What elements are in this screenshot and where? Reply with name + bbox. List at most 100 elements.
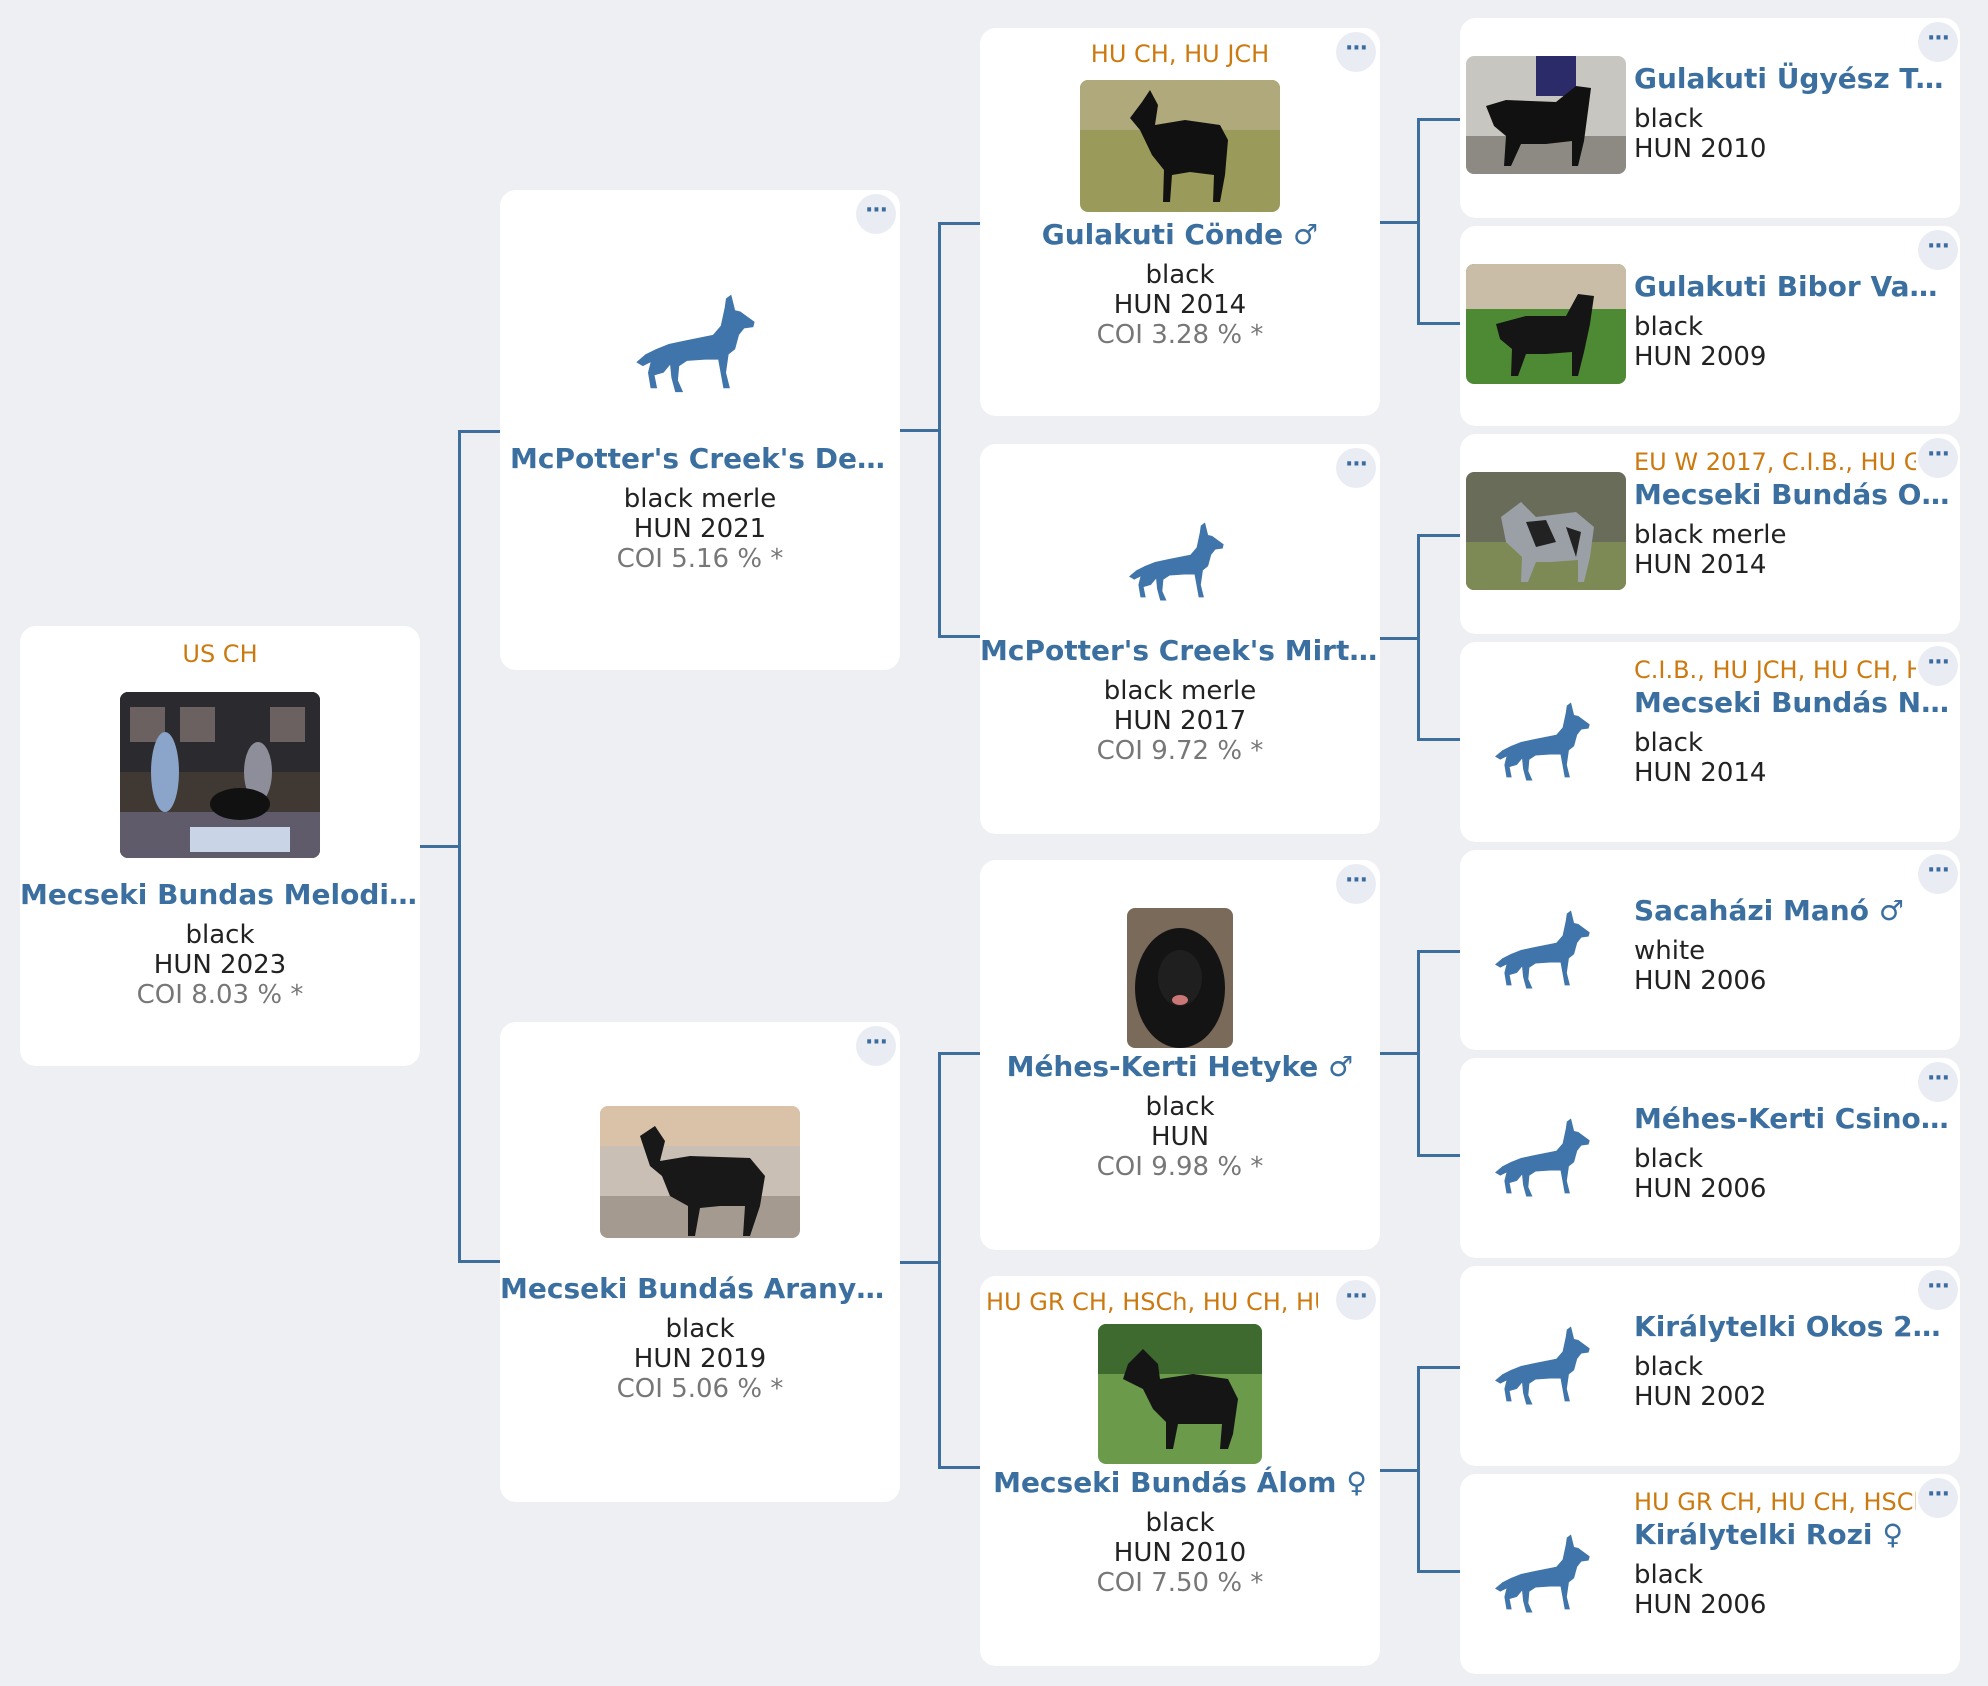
dog-name[interactable]: Mecseki Bundás Nap... bbox=[1634, 686, 1954, 719]
female-icon: ♀ bbox=[418, 878, 420, 911]
dog-silhouette-icon bbox=[1494, 700, 1598, 784]
dog-reg: HUN 2006 bbox=[1634, 1174, 1767, 1204]
dog-coi: COI 9.72 % * bbox=[1096, 736, 1264, 766]
more-options-button[interactable]: ··· bbox=[1918, 1478, 1958, 1518]
more-options-button[interactable]: ··· bbox=[1336, 448, 1376, 488]
dog-name[interactable]: Királytelki Rozi♀ bbox=[1634, 1518, 1903, 1551]
dog-name[interactable]: Méhes-Kerti Csinos♀ bbox=[1634, 1102, 1954, 1135]
subject-coi: COI 8.03 % * bbox=[136, 980, 304, 1010]
dog-name[interactable]: Gulakuti Ügyész Turb... bbox=[1634, 62, 1954, 95]
female-icon: ♀ bbox=[1346, 1466, 1367, 1499]
dog-photo[interactable] bbox=[1466, 264, 1626, 384]
gen2-card: HU GR CH, HSCh, HU CH, HU JCH ··· Mecsek… bbox=[980, 1276, 1380, 1666]
dog-titles: HU GR CH, HU CH, HSCh, ... bbox=[1634, 1488, 1916, 1516]
gen3-card: ··· Gulakuti Bibor Vacak ... black HUN 2… bbox=[1460, 226, 1960, 426]
dog-silhouette-icon bbox=[1494, 1324, 1598, 1408]
dog-name[interactable]: Méhes-Kerti Hetyke♂ bbox=[1006, 1050, 1354, 1083]
more-options-button[interactable]: ··· bbox=[1918, 438, 1958, 478]
dog-color: black bbox=[1145, 1508, 1215, 1538]
dog-photo[interactable] bbox=[1466, 56, 1626, 174]
subject-photo[interactable] bbox=[120, 692, 320, 858]
dog-silhouette-icon bbox=[1128, 520, 1232, 604]
gen3-card: ··· Méhes-Kerti Csinos♀ black HUN 2006 bbox=[1460, 1058, 1960, 1258]
dog-name[interactable]: Gulakuti Cönde♂ bbox=[1041, 218, 1319, 251]
male-icon: ♂ bbox=[1878, 894, 1905, 927]
female-icon: ♀ bbox=[1882, 1518, 1903, 1551]
more-options-button[interactable]: ··· bbox=[1336, 32, 1376, 72]
dog-name[interactable]: Mecseki Bundás Orká... bbox=[1634, 478, 1954, 511]
more-options-button[interactable]: ··· bbox=[1336, 864, 1376, 904]
dog-reg: HUN 2010 bbox=[1634, 134, 1767, 164]
more-options-button[interactable]: ··· bbox=[1336, 1280, 1376, 1320]
subject-reg: HUN 2023 bbox=[153, 950, 287, 980]
dog-reg: HUN 2017 bbox=[1113, 706, 1247, 736]
male-icon: ♂ bbox=[1293, 218, 1319, 251]
dam-coi: COI 5.06 % * bbox=[616, 1374, 784, 1404]
more-options-button[interactable]: ··· bbox=[1918, 1270, 1958, 1310]
dog-name[interactable]: Gulakuti Bibor Vacak ... bbox=[1634, 270, 1954, 303]
dog-color: black bbox=[1634, 1560, 1704, 1590]
dam-name[interactable]: Mecseki Bundás Aranyos♀ bbox=[500, 1272, 893, 1305]
dog-reg: HUN 2009 bbox=[1634, 342, 1767, 372]
subject-color: black bbox=[185, 920, 255, 950]
dog-reg: HUN 2006 bbox=[1634, 1590, 1767, 1620]
gen2-card: ··· McPotter's Creek's Mirtil♀ black mer… bbox=[980, 444, 1380, 834]
dam-card: ··· Mecseki Bundás Aranyos♀ black HUN 20… bbox=[500, 1022, 900, 1502]
dog-color: black merle bbox=[1103, 676, 1257, 706]
dog-color: white bbox=[1634, 936, 1706, 966]
dog-silhouette-icon bbox=[1494, 1532, 1598, 1616]
gen2-card: HU CH, HU JCH ··· Gulakuti Cönde♂ black … bbox=[980, 28, 1380, 416]
more-options-button[interactable]: ··· bbox=[1918, 854, 1958, 894]
gen2-card: ··· Méhes-Kerti Hetyke♂ black HUN COI 9.… bbox=[980, 860, 1380, 1250]
dog-reg: HUN 2010 bbox=[1113, 1538, 1247, 1568]
dog-color: black merle bbox=[1634, 520, 1787, 550]
dog-photo[interactable] bbox=[1127, 908, 1233, 1048]
dam-reg: HUN 2019 bbox=[633, 1344, 767, 1374]
dog-color: black bbox=[1634, 104, 1704, 134]
more-options-button[interactable]: ··· bbox=[856, 194, 896, 234]
more-options-button[interactable]: ··· bbox=[1918, 230, 1958, 270]
dog-photo[interactable] bbox=[1098, 1324, 1262, 1464]
dog-name[interactable]: McPotter's Creek's Mirtil♀ bbox=[980, 634, 1380, 667]
subject-card: US CH Mecseki Bundas Melodia♀ black HUN … bbox=[20, 626, 420, 1066]
sire-color: black merle bbox=[623, 484, 777, 514]
gen3-card: ··· Sacaházi Manó♂ white HUN 2006 bbox=[1460, 850, 1960, 1050]
gen3-card: HU GR CH, HU CH, HSCh, ... ··· Királytel… bbox=[1460, 1474, 1960, 1674]
dog-titles: HU CH, HU JCH bbox=[1090, 40, 1270, 68]
dog-coi: COI 7.50 % * bbox=[1096, 1568, 1264, 1598]
dog-silhouette-icon bbox=[635, 292, 765, 396]
female-icon: ♀ bbox=[1379, 634, 1380, 667]
dog-reg: HUN 2014 bbox=[1634, 758, 1767, 788]
dog-color: black bbox=[1634, 1352, 1704, 1382]
gen3-card: EU W 2017, C.I.B., HU GR ... ··· Mecseki… bbox=[1460, 434, 1960, 634]
dog-photo[interactable] bbox=[1466, 472, 1626, 590]
dog-titles: EU W 2017, C.I.B., HU GR ... bbox=[1634, 448, 1916, 476]
dog-name[interactable]: Sacaházi Manó♂ bbox=[1634, 894, 1905, 927]
dog-coi: COI 9.98 % * bbox=[1096, 1152, 1264, 1182]
dog-color: black bbox=[1634, 312, 1704, 342]
dog-reg: HUN 2014 bbox=[1634, 550, 1767, 580]
sire-name[interactable]: McPotter's Creek's Desper... bbox=[510, 442, 890, 475]
dog-coi: COI 3.28 % * bbox=[1096, 320, 1264, 350]
dog-color: black bbox=[1145, 1092, 1215, 1122]
dog-titles: C.I.B., HU JCH, HU CH, HSCh bbox=[1634, 656, 1916, 684]
dog-name[interactable]: Királytelki Okos 2448... bbox=[1634, 1310, 1954, 1343]
dog-reg: HUN 2014 bbox=[1113, 290, 1247, 320]
dam-photo[interactable] bbox=[600, 1106, 800, 1238]
gen3-card: ··· Királytelki Okos 2448... black HUN 2… bbox=[1460, 1266, 1960, 1466]
more-options-button[interactable]: ··· bbox=[856, 1026, 896, 1066]
dog-reg: HUN bbox=[1150, 1122, 1210, 1152]
more-options-button[interactable]: ··· bbox=[1918, 646, 1958, 686]
subject-titles: US CH bbox=[182, 640, 258, 668]
dog-photo[interactable] bbox=[1080, 80, 1280, 212]
dam-color: black bbox=[665, 1314, 735, 1344]
more-options-button[interactable]: ··· bbox=[1918, 22, 1958, 62]
more-options-button[interactable]: ··· bbox=[1918, 1062, 1958, 1102]
sire-card: ··· McPotter's Creek's Desper... black m… bbox=[500, 190, 900, 670]
gen3-card: C.I.B., HU JCH, HU CH, HSCh ··· Mecseki … bbox=[1460, 642, 1960, 842]
subject-name[interactable]: Mecseki Bundas Melodia♀ bbox=[20, 878, 420, 911]
dog-name[interactable]: Mecseki Bundás Álom♀ bbox=[993, 1466, 1367, 1499]
dog-titles: HU GR CH, HSCh, HU CH, HU JCH bbox=[986, 1288, 1318, 1316]
dog-reg: HUN 2006 bbox=[1634, 966, 1767, 996]
